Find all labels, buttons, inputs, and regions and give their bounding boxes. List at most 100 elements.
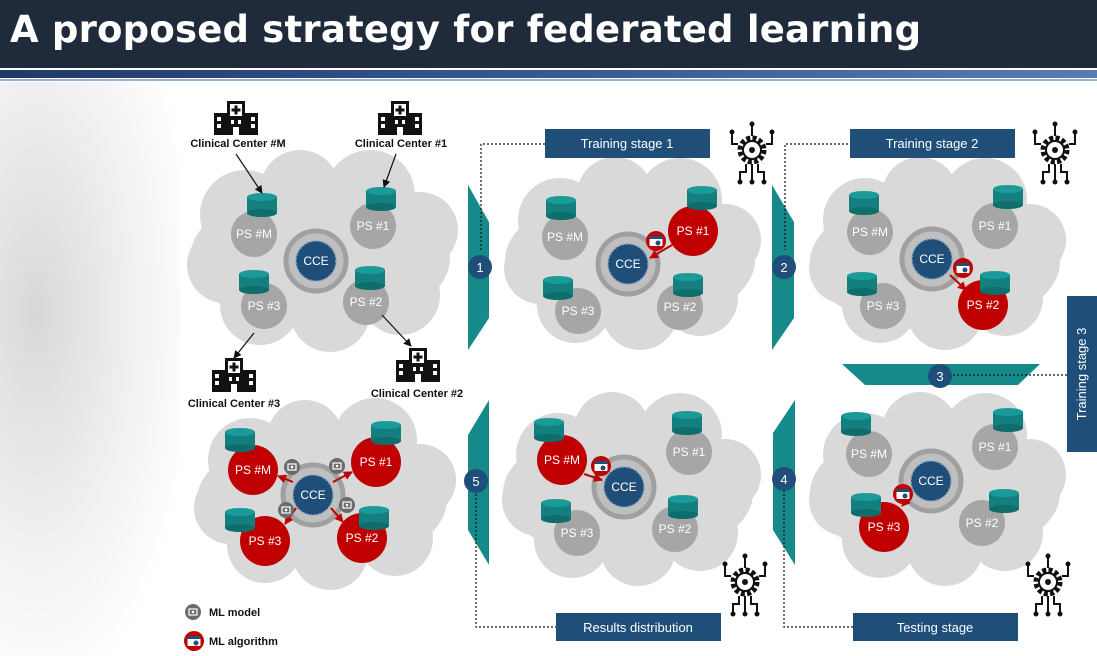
stage-box-training-3: Training stage 3 xyxy=(1067,296,1097,452)
cce-node: CCE xyxy=(898,448,964,514)
panel-training-stage-2: CCE PS #M PS #1 PS #3 PS #2 xyxy=(809,157,1066,350)
database-icon xyxy=(672,411,702,435)
ps-3-node: PS #3 xyxy=(239,270,287,329)
hospital-icon xyxy=(214,101,258,135)
clinical-center-1-label: Clinical Center #1 xyxy=(355,138,447,150)
model-icon xyxy=(328,457,346,475)
database-icon xyxy=(841,412,871,436)
stage-box-training-2: Training stage 2 xyxy=(850,129,1015,158)
distribution-arrow xyxy=(332,471,353,483)
clinical-center-m-label: Clinical Center #M xyxy=(190,138,285,150)
legend-model-label: ML model xyxy=(209,607,260,619)
header-rule xyxy=(0,70,1097,78)
cce-label: CCE xyxy=(918,474,943,488)
ps-m-node: PS #M xyxy=(841,412,892,477)
clinical-center-2-label: Clinical Center #2 xyxy=(371,388,463,400)
ps-3-label: PS #3 xyxy=(248,299,281,313)
ps-1-node: PS #1 xyxy=(972,185,1023,249)
ps-1-label: PS #1 xyxy=(677,224,710,238)
database-icon xyxy=(989,489,1019,513)
database-icon xyxy=(541,499,571,523)
stage-label: Results distribution xyxy=(583,620,693,635)
stage-label: Training stage 2 xyxy=(886,136,979,151)
ps-1-label: PS #1 xyxy=(979,219,1012,233)
database-icon xyxy=(980,271,1010,295)
step-1: 1 xyxy=(468,255,492,279)
ps-m-label: PS #M xyxy=(544,453,580,467)
ps-2-node: PS #2 xyxy=(959,489,1019,546)
database-icon xyxy=(225,508,255,532)
gear-network-icon xyxy=(1033,122,1078,185)
step-2: 2 xyxy=(772,255,796,279)
ps-2-node-active: PS #2 xyxy=(337,506,389,563)
algorithm-icon xyxy=(893,484,913,504)
ps-3-label: PS #3 xyxy=(561,526,594,540)
ps-1-node-active: PS #1 xyxy=(668,186,718,256)
ps-1-node-active: PS #1 xyxy=(351,421,401,487)
model-icon xyxy=(283,458,301,476)
ps-2-label: PS #2 xyxy=(350,295,383,309)
transfer-arrow xyxy=(583,473,603,482)
stage-label: Testing stage xyxy=(897,620,974,635)
distribution-arrow xyxy=(277,474,294,484)
step-4-label: 4 xyxy=(780,472,787,487)
stage-box-testing: Testing stage xyxy=(853,613,1018,641)
database-icon xyxy=(668,495,698,519)
database-icon xyxy=(849,191,879,215)
legend-algorithm-label: ML algorithm xyxy=(209,636,278,648)
database-icon xyxy=(993,408,1023,432)
ps-m-node: PS #M xyxy=(542,196,588,260)
database-icon xyxy=(534,418,564,442)
connector-arrow xyxy=(233,332,255,359)
background-shade xyxy=(0,82,180,656)
algorithm-icon xyxy=(953,258,973,278)
database-icon xyxy=(546,196,576,220)
model-icon xyxy=(338,496,356,514)
panel-training-stage-1: CCE PS #M PS #1 PS #3 PS #2 xyxy=(504,157,761,350)
ps-2-label: PS #2 xyxy=(346,531,379,545)
ps-3-node: PS #3 xyxy=(541,499,600,556)
hospital-icon xyxy=(378,101,422,135)
ps-3-node-active: PS #3 xyxy=(225,508,290,566)
gear-network-icon xyxy=(723,554,768,617)
step-3-label: 3 xyxy=(936,369,943,384)
cce-node: CCE xyxy=(280,462,346,528)
cce-node: CCE xyxy=(595,231,661,297)
ps-3-node: PS #3 xyxy=(847,272,906,329)
ps-2-node: PS #2 xyxy=(652,495,698,552)
ps-1-node: PS #1 xyxy=(972,408,1023,470)
database-icon xyxy=(851,493,881,517)
step-5-label: 5 xyxy=(472,474,479,489)
ps-3-label: PS #3 xyxy=(562,304,595,318)
stage-label: Training stage 1 xyxy=(581,136,674,151)
hospital-icon xyxy=(396,348,440,382)
panel-overview: CCE PS #M PS #1 PS #3 PS #2 Clinical Cen… xyxy=(187,101,463,410)
ps-1-label: PS #1 xyxy=(357,219,390,233)
ps-m-node-active: PS #M xyxy=(534,418,587,485)
ps-1-label: PS #1 xyxy=(360,455,393,469)
ps-1-node: PS #1 xyxy=(666,411,712,475)
panel-results: CCE PS #M PS #1 PS #3 PS #2 xyxy=(194,398,456,590)
ps-2-label: PS #2 xyxy=(664,300,697,314)
database-icon xyxy=(993,185,1023,209)
ps-2-label: PS #2 xyxy=(967,298,1000,312)
gear-network-icon xyxy=(730,122,775,185)
ps-2-label: PS #2 xyxy=(966,516,999,530)
panel-distribution: CCE PS #M PS #1 PS #3 PS #2 xyxy=(502,392,761,586)
algorithm-icon xyxy=(646,231,666,251)
ps-m-label: PS #M xyxy=(235,463,271,477)
database-icon xyxy=(673,273,703,297)
database-icon xyxy=(239,270,269,294)
title-bar: A proposed strategy for federated learni… xyxy=(0,0,1097,68)
ps-3-label: PS #3 xyxy=(868,520,901,534)
algorithm-icon xyxy=(184,631,204,651)
algorithm-icon xyxy=(591,456,611,476)
ps-m-label: PS #M xyxy=(236,227,272,241)
model-icon xyxy=(184,603,202,621)
cce-label: CCE xyxy=(300,488,325,502)
ps-1-node: PS #1 xyxy=(350,187,396,249)
ps-m-label: PS #M xyxy=(547,230,583,244)
stage-box-results: Results distribution xyxy=(556,613,721,641)
ps-m-node-active: PS #M xyxy=(225,428,278,495)
